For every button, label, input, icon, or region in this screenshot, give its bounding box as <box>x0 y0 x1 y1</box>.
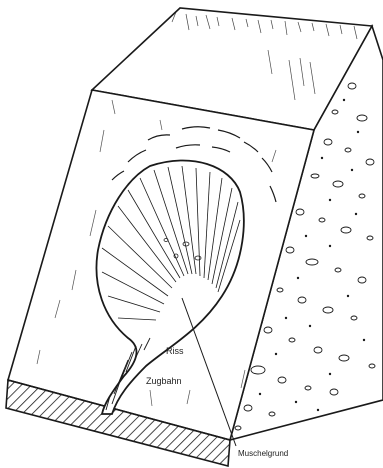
label-muschelgrund: Muschelgrund <box>238 449 288 458</box>
label-zugbahn: Zugbahn <box>146 376 182 386</box>
label-anriss: Riss <box>166 346 184 356</box>
